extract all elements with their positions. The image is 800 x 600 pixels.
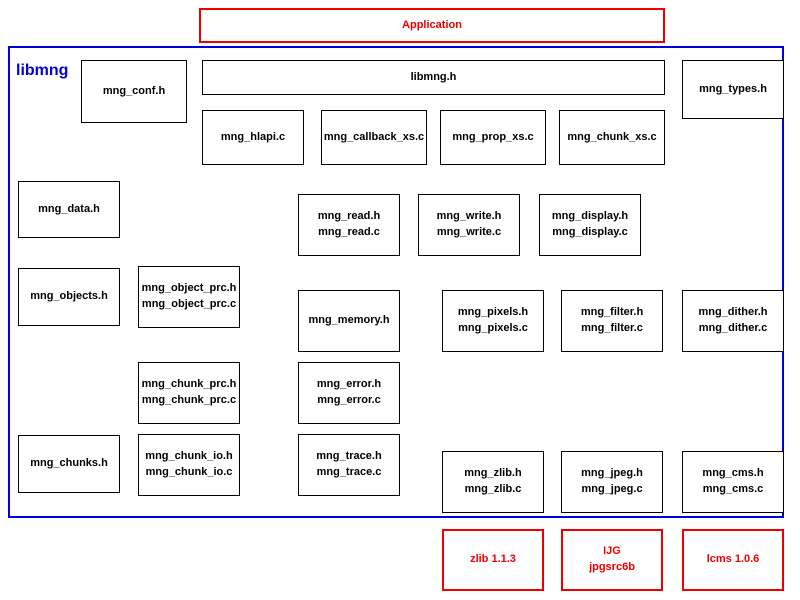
module-box-label: mng_object_prc.h bbox=[141, 282, 237, 295]
module-box-label: mng_cms.c bbox=[702, 483, 764, 495]
module-box-label: mng_conf.h bbox=[102, 84, 166, 97]
module-box-label: mng_chunk_xs.c bbox=[567, 130, 657, 143]
module-box-mng-objects-h: mng_objects.h bbox=[18, 268, 120, 326]
module-box-mng-memory-h: mng_memory.h bbox=[298, 290, 400, 352]
module-box-label: mng_memory.h bbox=[308, 314, 390, 327]
module-box-mng-error: mng_error.h mng_error.c bbox=[298, 362, 400, 424]
module-box-mng-jpeg: mng_jpeg.h mng_jpeg.c bbox=[561, 451, 663, 513]
module-box-label: libmng.h bbox=[410, 70, 457, 83]
module-box-label: mng_error.h bbox=[316, 378, 382, 391]
module-box-application: Application bbox=[199, 8, 665, 43]
module-box-mng-pixels: mng_pixels.h mng_pixels.c bbox=[442, 290, 544, 352]
module-box-mng-filter: mng_filter.h mng_filter.c bbox=[561, 290, 663, 352]
module-box-label: mng_chunk_io.h bbox=[145, 450, 233, 463]
module-box-mng-read: mng_read.h mng_read.c bbox=[298, 194, 400, 256]
module-box-label: mng_jpeg.h bbox=[581, 467, 643, 480]
module-box-label: mng_prop_xs.c bbox=[452, 130, 534, 143]
module-box-label: mng_object_prc.c bbox=[141, 298, 237, 310]
module-box-label: mng_display.c bbox=[552, 226, 628, 238]
module-box-label: mng_dither.h bbox=[698, 306, 768, 319]
module-box-mng-dither: mng_dither.h mng_dither.c bbox=[682, 290, 784, 352]
module-box-libmng-h: libmng.h bbox=[202, 60, 665, 95]
module-box-label: mng_read.h bbox=[317, 210, 381, 223]
module-box-mng-chunk-prc: mng_chunk_prc.h mng_chunk_prc.c bbox=[138, 362, 240, 424]
module-box-mng-chunks-h: mng_chunks.h bbox=[18, 435, 120, 493]
module-box-mng-chunk-io: mng_chunk_io.h mng_chunk_io.c bbox=[138, 434, 240, 496]
module-box-label: mng_callback_xs.c bbox=[323, 130, 425, 143]
module-box-label: mng_error.c bbox=[317, 394, 381, 406]
module-box-label: mng_pixels.c bbox=[458, 322, 528, 334]
module-box-label: IJG bbox=[603, 545, 621, 558]
module-box-label: zlib 1.1.3 bbox=[470, 553, 516, 566]
module-box-label: mng_pixels.h bbox=[457, 306, 529, 319]
module-box-label: mng_read.c bbox=[318, 226, 380, 238]
module-box-label: mng_write.h bbox=[436, 210, 502, 223]
module-box-label: mng_chunk_prc.h bbox=[141, 378, 237, 391]
module-box-mng-conf-h: mng_conf.h bbox=[81, 60, 187, 123]
module-box-label: Application bbox=[402, 18, 462, 31]
module-box-label: mng_jpeg.c bbox=[581, 483, 643, 495]
module-box-label: mng_cms.h bbox=[702, 467, 764, 480]
module-box-label: mng_types.h bbox=[699, 82, 767, 95]
module-box-label: mng_chunks.h bbox=[30, 457, 108, 470]
module-box-label: mng_data.h bbox=[38, 202, 100, 215]
module-box-mng-data-h: mng_data.h bbox=[18, 181, 120, 238]
module-box-label: mng_filter.h bbox=[580, 306, 644, 319]
libmng-frame-label: libmng bbox=[16, 62, 69, 79]
module-box-mng-chunk-xs-c: mng_chunk_xs.c bbox=[559, 110, 665, 165]
module-box-label: lcms 1.0.6 bbox=[706, 553, 760, 566]
module-box-label: mng_filter.c bbox=[581, 322, 643, 334]
module-box-mng-hlapi-c: mng_hlapi.c bbox=[202, 110, 304, 165]
module-box-label: jpgsrc6b bbox=[589, 561, 635, 573]
module-box-label: mng_objects.h bbox=[30, 290, 108, 303]
module-box-mng-zlib: mng_zlib.h mng_zlib.c bbox=[442, 451, 544, 513]
module-box-mng-callback-xs-c: mng_callback_xs.c bbox=[321, 110, 427, 165]
module-box-label: mng_hlapi.c bbox=[220, 130, 286, 143]
module-box-label: mng_dither.c bbox=[698, 322, 768, 334]
module-box-mng-display: mng_display.h mng_display.c bbox=[539, 194, 641, 256]
module-box-mng-types-h: mng_types.h bbox=[682, 60, 784, 119]
module-box-label: mng_zlib.c bbox=[464, 483, 522, 495]
module-box-label: mng_trace.c bbox=[316, 466, 382, 478]
module-box-lcms-external: lcms 1.0.6 bbox=[682, 529, 784, 591]
module-box-mng-write: mng_write.h mng_write.c bbox=[418, 194, 520, 256]
module-box-zlib-external: zlib 1.1.3 bbox=[442, 529, 544, 591]
module-box-label: mng_write.c bbox=[436, 226, 502, 238]
module-box-label: mng_trace.h bbox=[316, 450, 382, 463]
module-box-mng-prop-xs-c: mng_prop_xs.c bbox=[440, 110, 546, 165]
module-box-label: mng_zlib.h bbox=[464, 467, 522, 480]
module-box-mng-trace: mng_trace.h mng_trace.c bbox=[298, 434, 400, 496]
module-box-label: mng_chunk_prc.c bbox=[141, 394, 237, 406]
module-box-label: mng_chunk_io.c bbox=[145, 466, 233, 478]
module-box-mng-cms: mng_cms.h mng_cms.c bbox=[682, 451, 784, 513]
module-box-ijg-jpeg-external: IJG jpgsrc6b bbox=[561, 529, 663, 591]
module-box-mng-object-prc: mng_object_prc.h mng_object_prc.c bbox=[138, 266, 240, 328]
module-box-label: mng_display.h bbox=[551, 210, 629, 223]
libmng-frame bbox=[8, 46, 784, 518]
